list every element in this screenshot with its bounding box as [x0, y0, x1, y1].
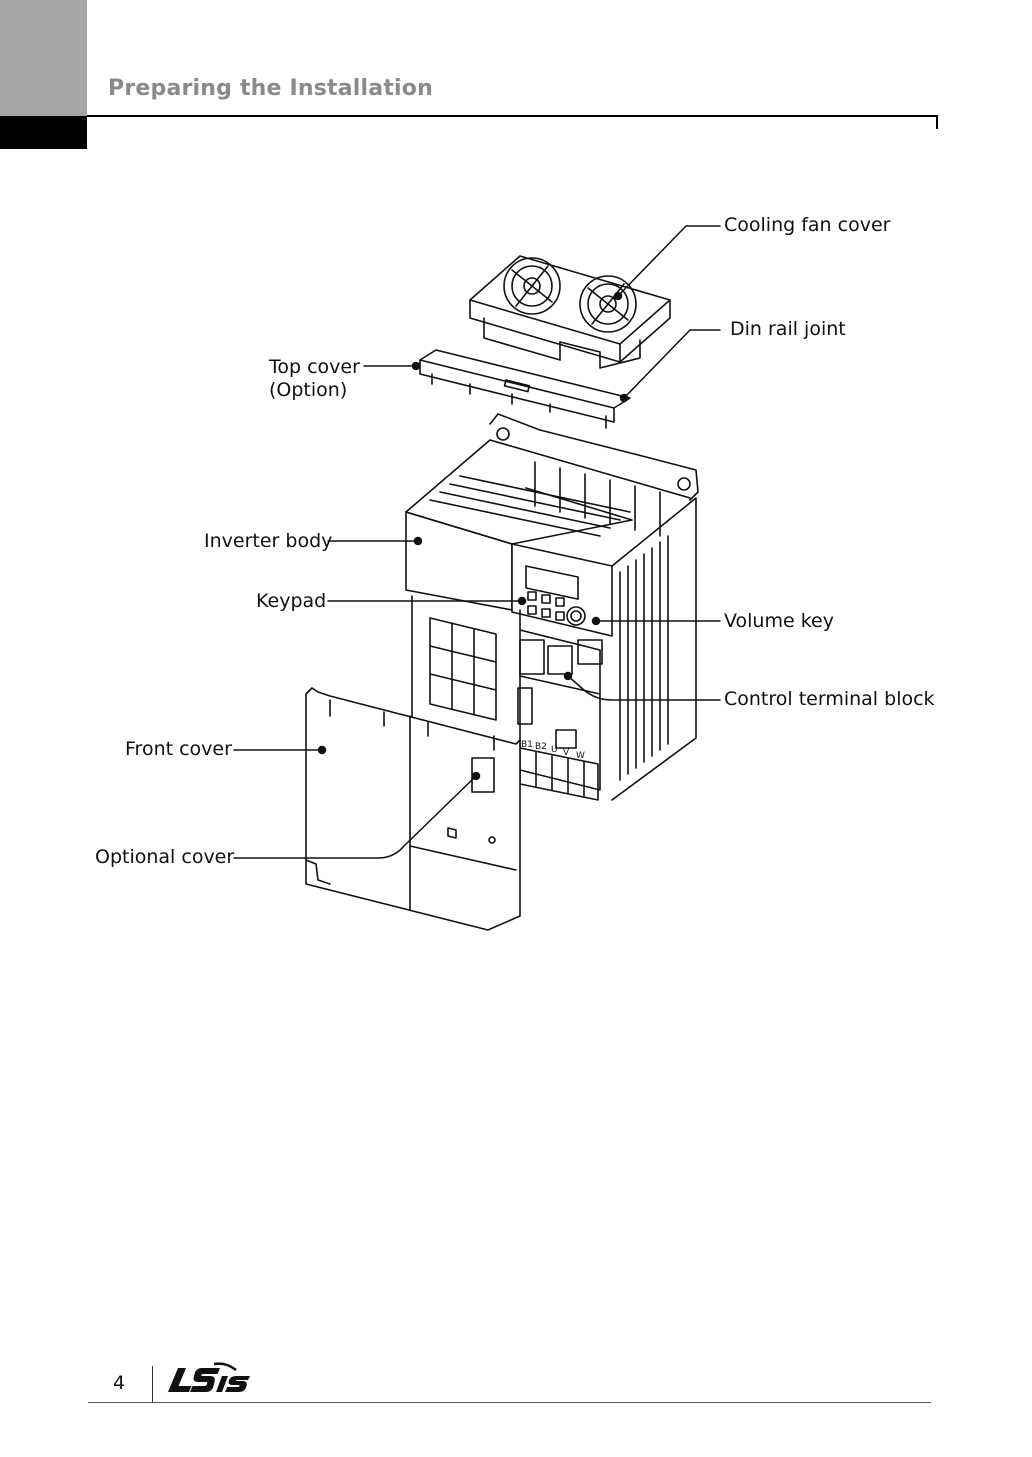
footer-separator [152, 1366, 153, 1402]
page-number: 4 [113, 1372, 125, 1394]
label-volume-key: Volume key [724, 610, 834, 633]
label-optional-cover: Optional cover [95, 846, 234, 869]
label-control-terminal-block: Control terminal block [724, 688, 935, 711]
front-cover [306, 688, 520, 930]
label-din-rail-joint: Din rail joint [730, 318, 846, 341]
label-keypad: Keypad [256, 590, 326, 613]
lsis-logo [168, 1360, 258, 1400]
footer-rule [88, 1402, 931, 1403]
label-top-cover: Top cover [269, 356, 360, 379]
label-front-cover: Front cover [125, 738, 232, 761]
label-cooling-fan-cover: Cooling fan cover [724, 214, 890, 237]
top-cover [420, 350, 630, 428]
label-top-cover-option: (Option) [269, 379, 347, 402]
terminal-mark-u: U [551, 745, 558, 755]
terminal-mark-b1: B1 [521, 740, 533, 750]
terminal-mark-w: W [576, 751, 585, 761]
leader-din-rail-joint [624, 330, 720, 398]
label-inverter-body: Inverter body [204, 530, 332, 553]
terminal-mark-b2: B2 [535, 742, 547, 752]
leader-cooling-fan-cover [618, 226, 720, 296]
terminal-mark-v: V [563, 748, 570, 758]
